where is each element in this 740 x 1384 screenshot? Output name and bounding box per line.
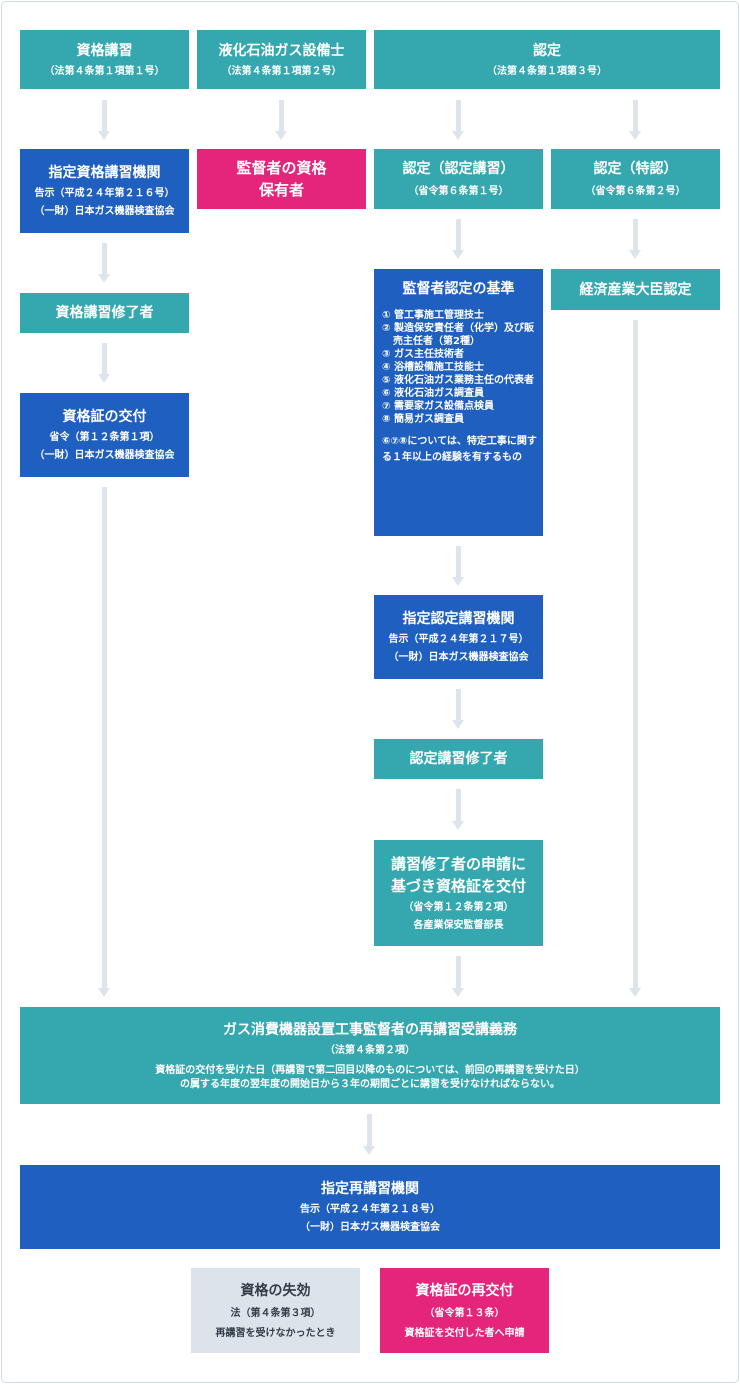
ekika-setsubishi-sub: （法第４条第１項第２号） [221,65,342,77]
kantokusha-shikaku-hoyusha-line2: 保有者 [258,181,304,199]
shitei-saikoushu-kikan-box: 指定再講習機関 告示（平成２４年第２１８号） （一財）日本ガス機器検査協会 [20,1165,720,1249]
arrow-koushu-to-kikan [98,100,110,140]
arrow-nintei-to-tokunin [629,100,641,140]
kantokusha-shikaku-hoyusha-box: 監督者の資格 保有者 [197,149,366,209]
shikaku-shikko-rule: 法（第４条第３項） [230,1307,321,1319]
nintei-koushu-box: 認定（認定講習） （省令第６条第１号） [374,149,543,209]
keizai-sangyo-daijin-nintei-title: 経済産業大臣認定 [579,281,692,298]
shikaku-koushu-sub: （法第４条第１項第１号） [44,65,165,77]
nintei-tokunin-sub: （省令第６条第２号） [585,186,686,197]
arrow-nintei-to-nintei-koushu [452,100,464,140]
arrow-shinsei-to-gimu [452,956,464,997]
nintei-sub: （法第４条第１項第３号） [487,65,607,77]
arrow-shitei-nintei-to-shuryosha [452,689,464,729]
kijun-item-4: ④ 浴槽設備施工技能士 [382,362,484,373]
shitei-saikoushu-kikan-title: 指定再講習機関 [321,1181,419,1197]
saikoushu-jukou-gimu-body1: 資格証の交付を受けた日（再講習で第二回目以降のものについては、前回の再講習を受け… [155,1064,585,1076]
arrow-nintei-koushu-to-kijun [452,219,464,259]
shikaku-shikko-box: 資格の失効 法（第４条第３項） 再講習を受けなかったとき [191,1268,360,1353]
nintei-box: 認定 （法第４条第１項第３号） [374,30,720,89]
shikakusho-saikoufu-rule: （省令第１３条） [424,1307,505,1319]
shitei-nintei-koushu-kikan-box: 指定認定講習機関 告示（平成２４年第２１７号） （一財）日本ガス機器検査協会 [374,595,543,679]
shikaku-koushu-shuryosha-box: 資格講習修了者 [20,293,189,333]
shikakusho-koufu-rule: 省令（第１２条第１項） [49,432,160,443]
arrow-daijin-to-gimu [629,320,641,997]
arrow-ekika-to-hoyusha [275,100,287,140]
kijun-item-2: ② 製造保安責任者（化学）及び販売主任者（第2種） [382,323,534,347]
shinsei-koufu-rule: （省令第１２条第２項） [403,902,514,913]
arrow-kijun-to-shitei-nintei [452,546,464,586]
saikoushu-jukou-gimu-body2: の属する年度の翌年度の開始日から３年の期間ごとに講習を受けなければならない。 [180,1078,560,1090]
saikoushu-jukou-gimu-title: ガス消費機器設置工事監督者の再講習受講義務 [223,1021,517,1038]
shinsei-koufu-line1: 講習修了者の申請に [390,855,526,873]
shikakusho-koufu-box: 資格証の交付 省令（第１２条第１項） （一財）日本ガス機器検査協会 [20,393,189,477]
shikakusho-saikoufu-title: 資格証の再交付 [415,1282,514,1299]
shitei-shikaku-koushu-kikan-box: 指定資格講習機関 告示（平成２４年第２１６号） （一財）日本ガス機器検査協会 [20,149,189,233]
shitei-saikoushu-kikan-org: （一財）日本ガス機器検査協会 [300,1222,440,1233]
arrow-kikan-to-shuryosha [98,243,110,283]
shikakusho-saikoufu-box: 資格証の再交付 （省令第１３条） 資格証を交付した者へ申請 [380,1268,549,1353]
shitei-shikaku-koushu-kikan-title: 指定資格講習機関 [48,165,161,181]
arrow-shuryosha-to-shinsei [452,789,464,830]
ekika-setsubishi-box: 液化石油ガス設備士 （法第４条第１項第２号） [197,30,366,89]
arrow-koufu-to-gimu [98,487,110,997]
kijun-list: ① 管工事施工管理技士 ② 製造保安責任者（化学）及び販売主任者（第2種） ③ … [374,309,543,426]
arrow-shuryosha-to-koufu [98,343,110,383]
kijun-item-8: ⑧ 簡易ガス調査員 [382,414,464,425]
kijun-item-5: ⑤ 液化石油ガス業務主任の代表者 [382,375,534,386]
shikaku-shikko-reason: 再講習を受けなかったとき [215,1327,336,1339]
nintei-koushu-shuryosha-box: 認定講習修了者 [374,739,543,779]
shitei-shikaku-koushu-kikan-notice: 告示（平成２４年第２１６号） [34,188,175,199]
shinsei-koufu-org: 各産業保安監督部長 [413,920,504,931]
ekika-setsubishi-title: 液化石油ガス設備士 [218,42,345,59]
keizai-sangyo-daijin-nintei-box: 経済産業大臣認定 [551,269,720,310]
shitei-nintei-koushu-kikan-org: （一財）日本ガス機器検査協会 [388,652,529,663]
nintei-koushu-sub: （省令第６条第１号） [408,186,509,197]
kijun-item-3: ③ ガス主任技術者 [382,349,464,360]
shitei-shikaku-koushu-kikan-org: （一財）日本ガス機器検査協会 [34,206,175,217]
shikaku-shikko-title: 資格の失効 [240,1282,311,1299]
shikaku-koushu-shuryosha-title: 資格講習修了者 [55,305,154,321]
nintei-tokunin-title: 認定（特認） [593,161,678,177]
kijun-note: ⑥⑦⑧については、特定工事に関する１年以上の経験を有するもの [382,436,537,463]
arrow-tokunin-to-daijin [629,219,641,259]
shikaku-koushu-box: 資格講習 （法第４条第１項第１号） [20,30,189,89]
kantokusha-shikaku-hoyusha-line1: 監督者の資格 [236,159,327,177]
kantokusha-nintei-kijun-box: 監督者認定の基準 ① 管工事施工管理技士 ② 製造保安責任者（化学）及び販売主任… [374,269,543,536]
shinsei-koufu-line2: 基づき資格証を交付 [390,877,526,895]
kijun-item-1: ① 管工事施工管理技士 [382,310,484,321]
nintei-koushu-title: 認定（認定講習） [402,161,515,177]
kantokusha-nintei-kijun-title: 監督者認定の基準 [402,281,515,297]
shikakusho-koufu-org: （一財）日本ガス機器検査協会 [34,450,175,461]
shinsei-koufu-box: 講習修了者の申請に 基づき資格証を交付 （省令第１２条第２項） 各産業保安監督部… [374,840,543,946]
shikakusho-koufu-title: 資格証の交付 [62,409,147,425]
nintei-tokunin-box: 認定（特認） （省令第６条第２号） [551,149,720,209]
arrow-gimu-to-saikoushu [363,1114,375,1155]
shitei-saikoushu-kikan-notice: 告示（平成２４年第２１８号） [300,1204,440,1215]
nintei-title: 認定 [533,42,561,59]
saikoushu-jukou-gimu-box: ガス消費機器設置工事監督者の再講習受講義務 （法第４条第２項） 資格証の交付を受… [20,1007,720,1104]
kijun-item-7: ⑦ 需要家ガス設備点検員 [382,401,494,412]
shikaku-koushu-title: 資格講習 [76,42,133,59]
nintei-koushu-shuryosha-title: 認定講習修了者 [409,751,508,767]
saikoushu-jukou-gimu-sub: （法第４条第２項） [325,1044,415,1056]
shikakusho-saikoufu-apply: 資格証を交付した者へ申請 [404,1327,525,1339]
kijun-item-6: ⑥ 液化石油ガス調査員 [382,388,484,399]
shitei-nintei-koushu-kikan-title: 指定認定講習機関 [402,611,515,627]
shitei-nintei-koushu-kikan-notice: 告示（平成２４年第２１７号） [388,634,529,645]
